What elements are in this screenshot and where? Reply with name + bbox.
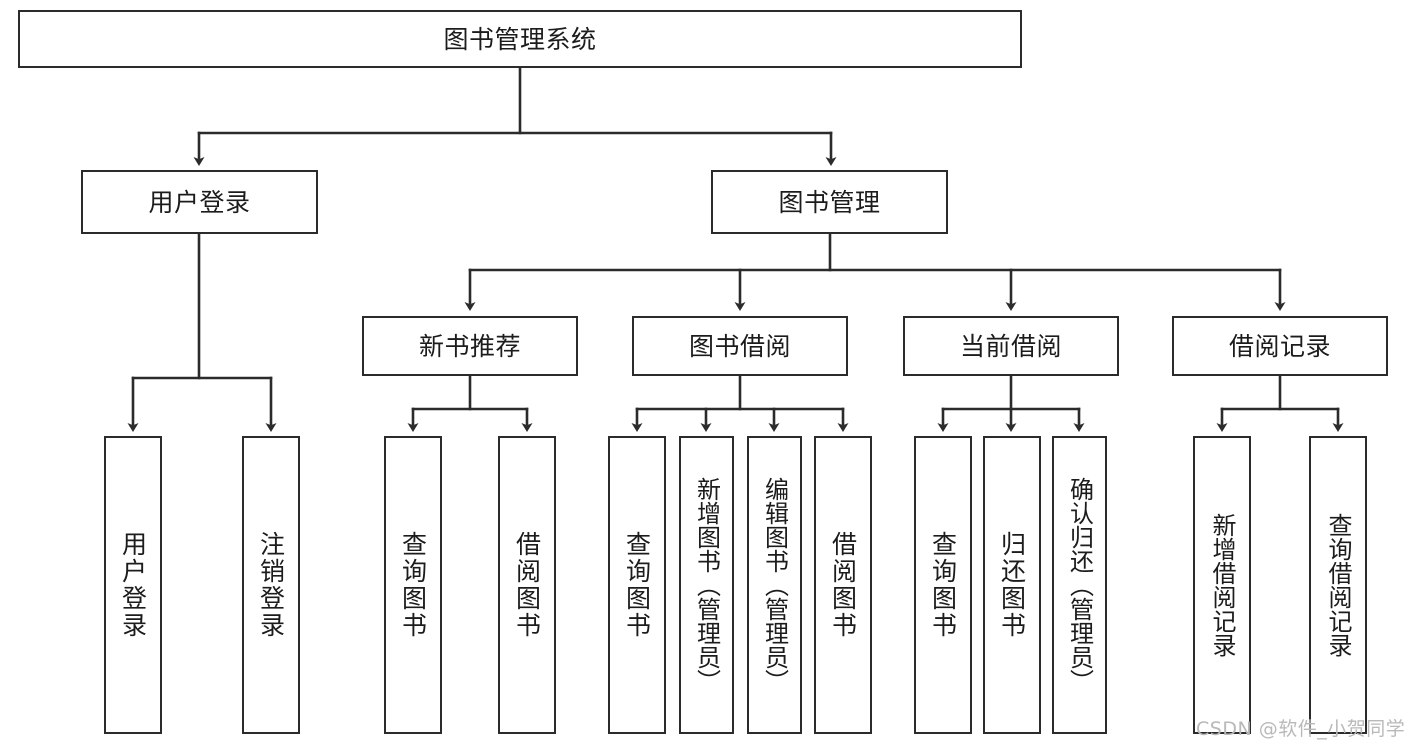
node-book-borrow[interactable]: 图书借阅 (632, 316, 848, 376)
node-new-book-recommend[interactable]: 新书推荐 (362, 316, 578, 376)
node-leaf-query-book-3-label: 查询图书 (928, 531, 958, 639)
node-leaf-add-borrow-record-label: 新增借阅记录 (1208, 513, 1236, 657)
node-leaf-confirm-return-admin[interactable]: 确认归还（管理员） (1052, 436, 1107, 734)
node-leaf-edit-book-admin-label: 编辑图书（管理员） (760, 477, 789, 693)
node-leaf-add-book-admin[interactable]: 新增图书（管理员） (679, 436, 734, 734)
node-leaf-query-borrow-record[interactable]: 查询借阅记录 (1309, 436, 1367, 734)
node-leaf-query-book-2[interactable]: 查询图书 (608, 436, 666, 734)
node-leaf-user-login-label: 用户登录 (118, 531, 148, 639)
node-book-borrow-label: 图书借阅 (688, 331, 791, 361)
node-leaf-borrow-book-2-label: 借阅图书 (828, 531, 858, 639)
node-current-borrow-label: 当前借阅 (959, 331, 1062, 361)
node-leaf-borrow-book-2[interactable]: 借阅图书 (814, 436, 872, 734)
node-borrow-record[interactable]: 借阅记录 (1172, 316, 1388, 376)
node-user-login-label: 用户登录 (148, 187, 251, 217)
node-leaf-return-book[interactable]: 归还图书 (983, 436, 1041, 734)
node-leaf-query-book-2-label: 查询图书 (622, 531, 652, 639)
node-book-manage[interactable]: 图书管理 (711, 170, 948, 234)
node-leaf-confirm-return-admin-label: 确认归还（管理员） (1065, 477, 1094, 693)
node-borrow-record-label: 借阅记录 (1228, 331, 1331, 361)
node-leaf-query-borrow-record-label: 查询借阅记录 (1324, 513, 1352, 657)
node-leaf-query-book-3[interactable]: 查询图书 (914, 436, 972, 734)
csdn-watermark: CSDN @软件_小贺同学 (1196, 718, 1405, 740)
node-leaf-query-book-1-label: 查询图书 (398, 531, 428, 639)
node-root[interactable]: 图书管理系统 (18, 10, 1022, 68)
node-leaf-query-book-1[interactable]: 查询图书 (384, 436, 442, 734)
node-leaf-borrow-book-1[interactable]: 借阅图书 (498, 436, 556, 734)
node-user-login[interactable]: 用户登录 (81, 170, 318, 234)
node-leaf-edit-book-admin[interactable]: 编辑图书（管理员） (747, 436, 802, 734)
node-leaf-add-book-admin-label: 新增图书（管理员） (692, 477, 721, 693)
node-leaf-borrow-book-1-label: 借阅图书 (512, 531, 542, 639)
node-leaf-add-borrow-record[interactable]: 新增借阅记录 (1193, 436, 1251, 734)
node-current-borrow[interactable]: 当前借阅 (903, 316, 1119, 376)
node-new-book-recommend-label: 新书推荐 (418, 331, 521, 361)
node-book-manage-label: 图书管理 (778, 187, 881, 217)
node-leaf-return-book-label: 归还图书 (997, 531, 1027, 639)
node-leaf-logout-login-label: 注销登录 (256, 531, 286, 639)
node-leaf-logout-login[interactable]: 注销登录 (242, 436, 300, 734)
node-leaf-user-login[interactable]: 用户登录 (104, 436, 162, 734)
node-root-label: 图书管理系统 (443, 24, 597, 54)
